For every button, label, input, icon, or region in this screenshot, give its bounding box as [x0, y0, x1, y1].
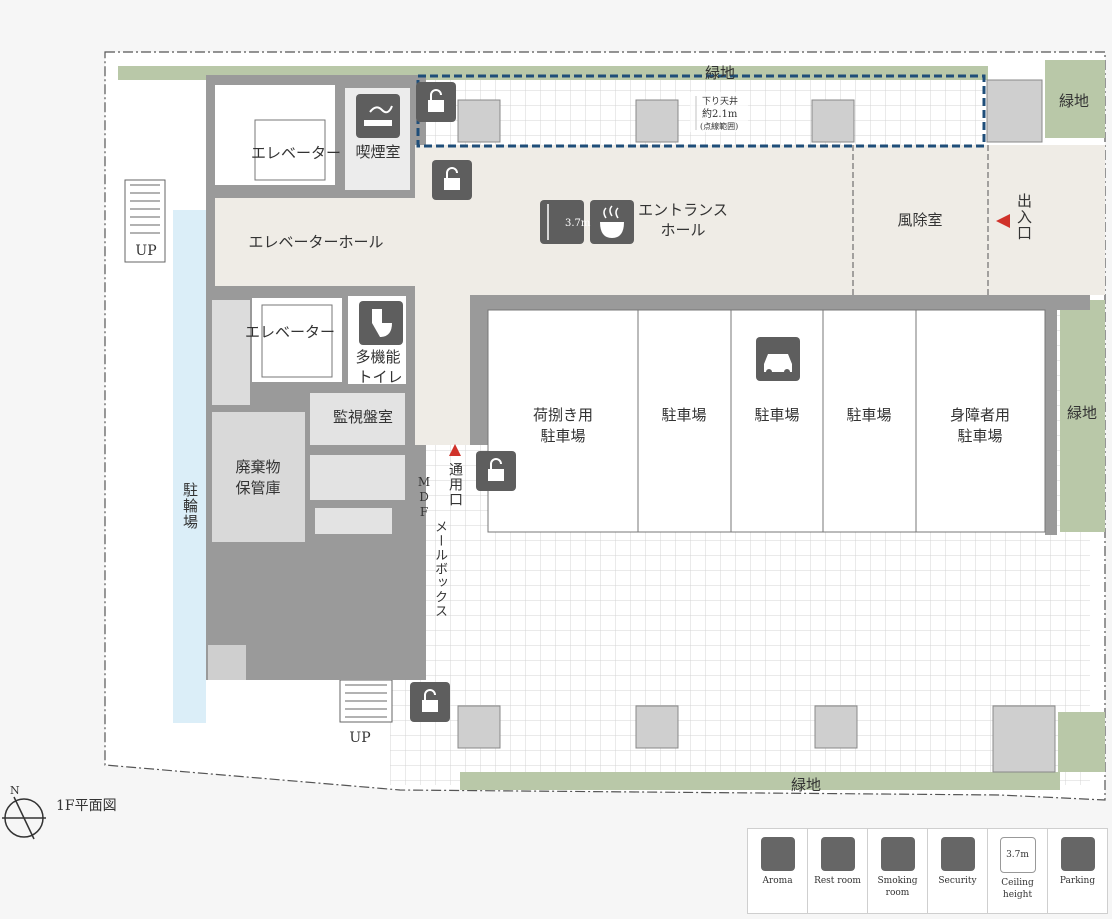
aroma-icon: [590, 200, 634, 244]
aroma-icon: [760, 837, 795, 871]
parking-wall: [470, 295, 1090, 310]
toilet-icon: [359, 301, 403, 345]
stair-bottom: [339, 679, 393, 723]
label-accessible-2: 駐車場: [957, 427, 1002, 445]
waste-room: [212, 412, 305, 542]
ceiling-note-line1: 下り天井: [702, 95, 738, 107]
legend-item-parking: Parking: [1048, 829, 1107, 913]
pillars: [457, 79, 1056, 773]
legend-item-smoking: Smoking room: [868, 829, 928, 913]
legend-label: Security: [938, 876, 977, 886]
legend-label: Parking: [1059, 876, 1096, 886]
label-waste-1: 廃棄物: [235, 458, 280, 476]
lock-icon: [432, 160, 472, 200]
label-green-bottom: 緑地: [791, 776, 821, 794]
label-mailbox: メールボックス: [432, 520, 447, 618]
elevator-hall: [215, 198, 415, 286]
toilet-icon: [820, 837, 855, 871]
label-green-right-top: 緑地: [1059, 92, 1089, 110]
stair-top: [124, 179, 166, 263]
label-smoking: 喫煙室: [355, 143, 400, 161]
label-parking-1: 駐車場: [661, 406, 706, 424]
label-green-right-mid: 緑地: [1067, 404, 1097, 422]
lock-icon: [416, 82, 456, 122]
label-service-entry: 通用口: [447, 462, 463, 507]
green-right-top: [1045, 60, 1105, 138]
label-entrance-1: エントランス: [638, 201, 728, 219]
legend-label: Ceiling height: [1001, 878, 1034, 900]
label-elevator-hall: エレベーターホール: [248, 233, 383, 251]
ceiling-note-line3: (点線範囲): [700, 121, 738, 131]
label-windbreak: 風除室: [897, 211, 942, 229]
label-multi-toilet-1: 多機能: [355, 348, 400, 366]
legend-item-restroom: Rest room: [808, 829, 868, 913]
service-entry-arrow-icon: [449, 444, 461, 456]
label-up-top: UP: [135, 243, 156, 259]
green-right-bottom: [1058, 712, 1105, 772]
label-entry: 出入口: [1015, 193, 1033, 241]
legend-label: Rest room: [814, 876, 861, 886]
legend: Aroma Rest room Smoking room Security 3.…: [747, 828, 1108, 914]
smoking-icon: [356, 94, 400, 138]
car-icon: [756, 337, 800, 381]
ceiling-height-icon: 3.7m: [999, 837, 1036, 873]
entry-arrow-icon: [996, 214, 1010, 228]
label-elevator-mid: エレベーター: [245, 323, 335, 341]
legend-label: Smoking room: [877, 876, 918, 898]
label-bicycle: 駐輪場: [181, 482, 199, 530]
lock-icon: [476, 451, 516, 491]
label-accessible-1: 身障者用: [950, 406, 1010, 424]
label-waste-2: 保管庫: [235, 479, 280, 497]
legend-label: Aroma: [762, 876, 793, 886]
green-strip-bottom: [460, 772, 1060, 790]
label-loading-2: 駐車場: [540, 427, 585, 445]
label-entrance-2: ホール: [660, 221, 705, 239]
ceiling-note-line2: 約2.1m: [702, 107, 738, 120]
legend-item-ceiling: 3.7m Ceiling height: [988, 829, 1048, 913]
label-up-bottom: UP: [349, 730, 370, 746]
legend-item-security: Security: [928, 829, 988, 913]
monitor-room: [310, 393, 405, 445]
label-green-top: 緑地: [705, 64, 735, 82]
floor-name: 1F平面図: [56, 798, 117, 814]
ceiling-height-icon: [540, 200, 584, 244]
svg-text:N: N: [10, 784, 20, 797]
label-loading-1: 荷捌き用: [533, 406, 593, 424]
lock-icon: [410, 682, 450, 722]
label-monitor: 監視盤室: [333, 408, 393, 426]
lock-icon: [940, 837, 975, 871]
label-elevator-top: エレベーター: [251, 144, 341, 162]
label-multi-toilet-2: トイレ: [357, 368, 402, 386]
label-entrance-height: 3.7m: [565, 218, 591, 229]
bicycle-area: [173, 210, 206, 723]
compass-icon: N: [2, 784, 46, 840]
smoking-icon: [880, 837, 915, 871]
label-parking-2: 駐車場: [754, 406, 799, 424]
label-parking-3: 駐車場: [846, 406, 891, 424]
entrance-hall: [415, 145, 1105, 295]
green-right-mid: [1060, 300, 1105, 532]
legend-item-aroma: Aroma: [748, 829, 808, 913]
label-mdf: MDF: [417, 475, 431, 520]
car-icon: [1060, 837, 1095, 871]
